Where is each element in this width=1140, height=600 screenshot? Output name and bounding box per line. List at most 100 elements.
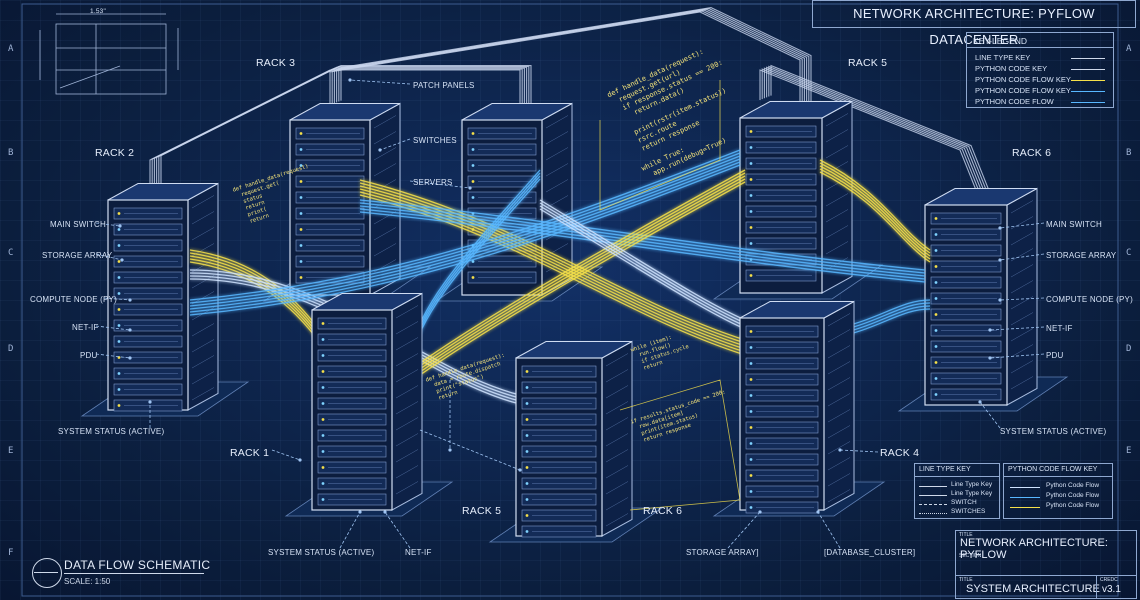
title-block-rev-caption: CREDC (1100, 577, 1118, 583)
arrow-switches (379, 138, 411, 151)
label-system-status-left: SYSTEM STATUS (ACTIVE) (58, 427, 165, 436)
legend-swatch-1 (1071, 58, 1105, 59)
label-system-status-bottom: SYSTEM STATUS (ACTIVE) (268, 548, 375, 557)
rack-6-right (897, 187, 1069, 412)
label-compute-node-right: COMPUTE NODE (PY) (1046, 295, 1133, 304)
legend-row-5: PYTHON CODE FLOW (975, 97, 1054, 106)
frame-border (21, 3, 1119, 597)
flow-rack5-to-rack1 (409, 169, 746, 371)
arrow-main-switch-left (95, 222, 121, 227)
row-tick-c: C (8, 248, 14, 258)
row-tick-a-right: A (1126, 44, 1132, 54)
row-tick-b-right: B (1126, 148, 1132, 158)
dimension-label: 1.53" (90, 8, 106, 15)
rack-1-label: RACK 1 (230, 447, 270, 459)
label-main-switch-left: MAIN SWITCH (50, 220, 106, 229)
flow-rack5-to-rack2 (189, 149, 741, 301)
arrow-center-low (419, 429, 521, 471)
key-legend-title: KEY-LEGEND (973, 36, 1028, 46)
flow-key-row-2: Python Code Flow (1046, 492, 1100, 499)
flow-key-row-3: Python Code Flow (1046, 502, 1100, 509)
arrow-rack4 (839, 449, 879, 453)
arrow-status-bottom (339, 511, 361, 549)
rack-center-back (434, 102, 604, 302)
label-net-if-left: NET-IF (72, 323, 99, 332)
legend-swatch-5 (1071, 102, 1105, 103)
label-pdu-left: PDU (80, 351, 98, 360)
arrow-storage-bottom (727, 511, 761, 549)
arrow-main-switch-right (999, 222, 1045, 229)
title-block-subtitle: SYSTEM ARCHITECTURE (966, 583, 1100, 595)
arrow-storage-left (95, 253, 123, 261)
arrow-database-cluster (817, 511, 841, 549)
arrow-rack1-left (271, 449, 301, 461)
rack-5-bottom (488, 340, 664, 543)
label-net-if-right: NET-IF (1046, 324, 1073, 333)
label-net-if-bottom: NET-IF (405, 548, 432, 557)
legend-row-4: PYTHON CODE FLOW KEY (975, 86, 1071, 95)
label-storage-array-left: STORAGE ARRAY (42, 251, 113, 260)
row-tick-d-right: D (1126, 344, 1132, 354)
page-title: NETWORK ARCHITECTURE: PYFLOW DATACENTER (812, 0, 1136, 47)
title-block-caption: TITLE (959, 532, 973, 538)
arrow-status-right (979, 401, 1001, 429)
schematic-circle-icon (32, 558, 62, 588)
label-servers: SERVERS (413, 178, 453, 187)
flow-rack3-to-rack4 (359, 179, 746, 341)
rack-2 (80, 182, 250, 417)
overhead-tray-right (759, 69, 981, 201)
row-tick-c-right: C (1126, 248, 1132, 258)
label-pdu-right: PDU (1046, 351, 1064, 360)
label-system-status-right: SYSTEM STATUS (ACTIVE) (1000, 427, 1107, 436)
legend-row-3: PYTHON CODE FLOW KEY (975, 75, 1071, 84)
legend-row-2: PYTHON CODE KEY (975, 64, 1048, 73)
dimension-sketch (39, 13, 179, 95)
label-storage-array-bottom: STORAGE ARRAY] (686, 548, 759, 557)
label-main-switch-right: MAIN SWITCH (1046, 220, 1102, 229)
label-compute-node-left: COMPUTE NODE (PY) (30, 295, 117, 304)
row-tick-d: D (8, 344, 14, 354)
schematic-title: DATA FLOW SCHEMATIC (64, 558, 211, 572)
arrow-storage-right (999, 253, 1045, 261)
rack-1 (284, 292, 454, 517)
line-type-row-3: SWITCH (951, 499, 977, 506)
label-patch-panels: PATCH PANELS (413, 81, 475, 90)
flow-rack5-to-rack6 (819, 159, 931, 251)
rack-6-bottom-label: RACK 6 (643, 505, 683, 517)
label-database-cluster: [DATABASE_CLUSTER] (824, 548, 916, 557)
rack-4-label: RACK 4 (880, 447, 920, 459)
line-type-row-1: Line Type Key (951, 481, 993, 488)
rack-5-top-label: RACK 5 (848, 57, 888, 69)
arrow-pdu-right (989, 353, 1045, 359)
key-legend-panel: KEY-LEGEND LINE TYPE KEY PYTHON CODE KEY… (966, 32, 1114, 108)
arrow-net-if-left (95, 325, 131, 331)
row-tick-b: B (8, 148, 14, 158)
rack-6-right-label: RACK 6 (1012, 147, 1052, 159)
code-bracket-top (599, 80, 721, 211)
line-type-row-2: Line Type Key (951, 490, 993, 497)
line-type-row-4: SWITCHES (951, 508, 986, 515)
legend-swatch-2 (1071, 69, 1105, 70)
schematic-scale: SCALE: 1:50 (64, 577, 111, 586)
row-tick-f: F (8, 548, 14, 558)
row-tick-e: E (8, 446, 14, 456)
arrow-net-if-bottom (384, 511, 411, 549)
arrow-pdu-left (95, 353, 131, 359)
arrow-compute-left (103, 297, 131, 301)
rack-4 (712, 300, 886, 517)
title-block-sub-caption: TITLE (959, 577, 973, 583)
title-block-version: v3.1 (1102, 584, 1121, 595)
code-bracket-low (619, 379, 741, 511)
legend-swatch-4 (1071, 91, 1105, 92)
legend-swatch-3 (1071, 80, 1105, 81)
arrow-patch-panels (349, 79, 411, 85)
flow-key-row-1: Python Code Flow (1046, 482, 1100, 489)
row-tick-e-right: E (1126, 446, 1132, 456)
rack-5-top (712, 100, 884, 300)
arrow-net-if-right (989, 326, 1045, 331)
legend-row-1: LINE TYPE KEY (975, 53, 1031, 62)
arrow-servers (409, 180, 471, 189)
flow-key-title: PYTHON CODE FLOW KEY (1008, 466, 1098, 473)
